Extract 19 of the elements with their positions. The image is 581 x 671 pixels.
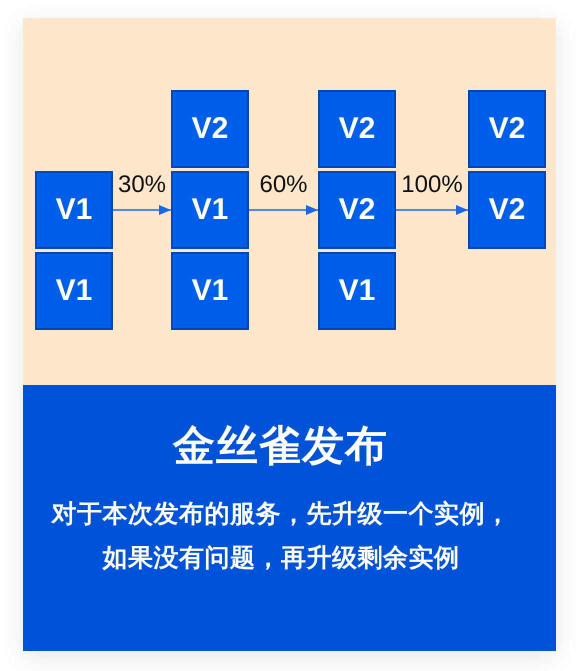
edge-label: 30% (118, 173, 166, 197)
arrow (113, 205, 171, 215)
arrow (396, 205, 468, 215)
version-box: V1 (318, 252, 396, 330)
version-box: V1 (35, 171, 113, 249)
version-box: V2 (318, 171, 396, 249)
version-box: V1 (35, 252, 113, 330)
info-panel (23, 385, 556, 651)
version-box: V1 (171, 252, 249, 330)
description-text: 对于本次发布的服务，先升级一个实例，如果没有问题，再升级剩余实例 (50, 499, 512, 574)
arrow (249, 205, 318, 215)
version-box: V1 (171, 171, 249, 249)
version-box: V2 (468, 90, 546, 168)
heading: 金丝雀发布 (172, 421, 389, 471)
version-box: V2 (318, 90, 396, 168)
edge-label: 60% (259, 173, 308, 197)
version-box: V2 (468, 171, 546, 249)
version-box: V2 (171, 90, 249, 168)
edge-label: 100% (401, 173, 463, 197)
